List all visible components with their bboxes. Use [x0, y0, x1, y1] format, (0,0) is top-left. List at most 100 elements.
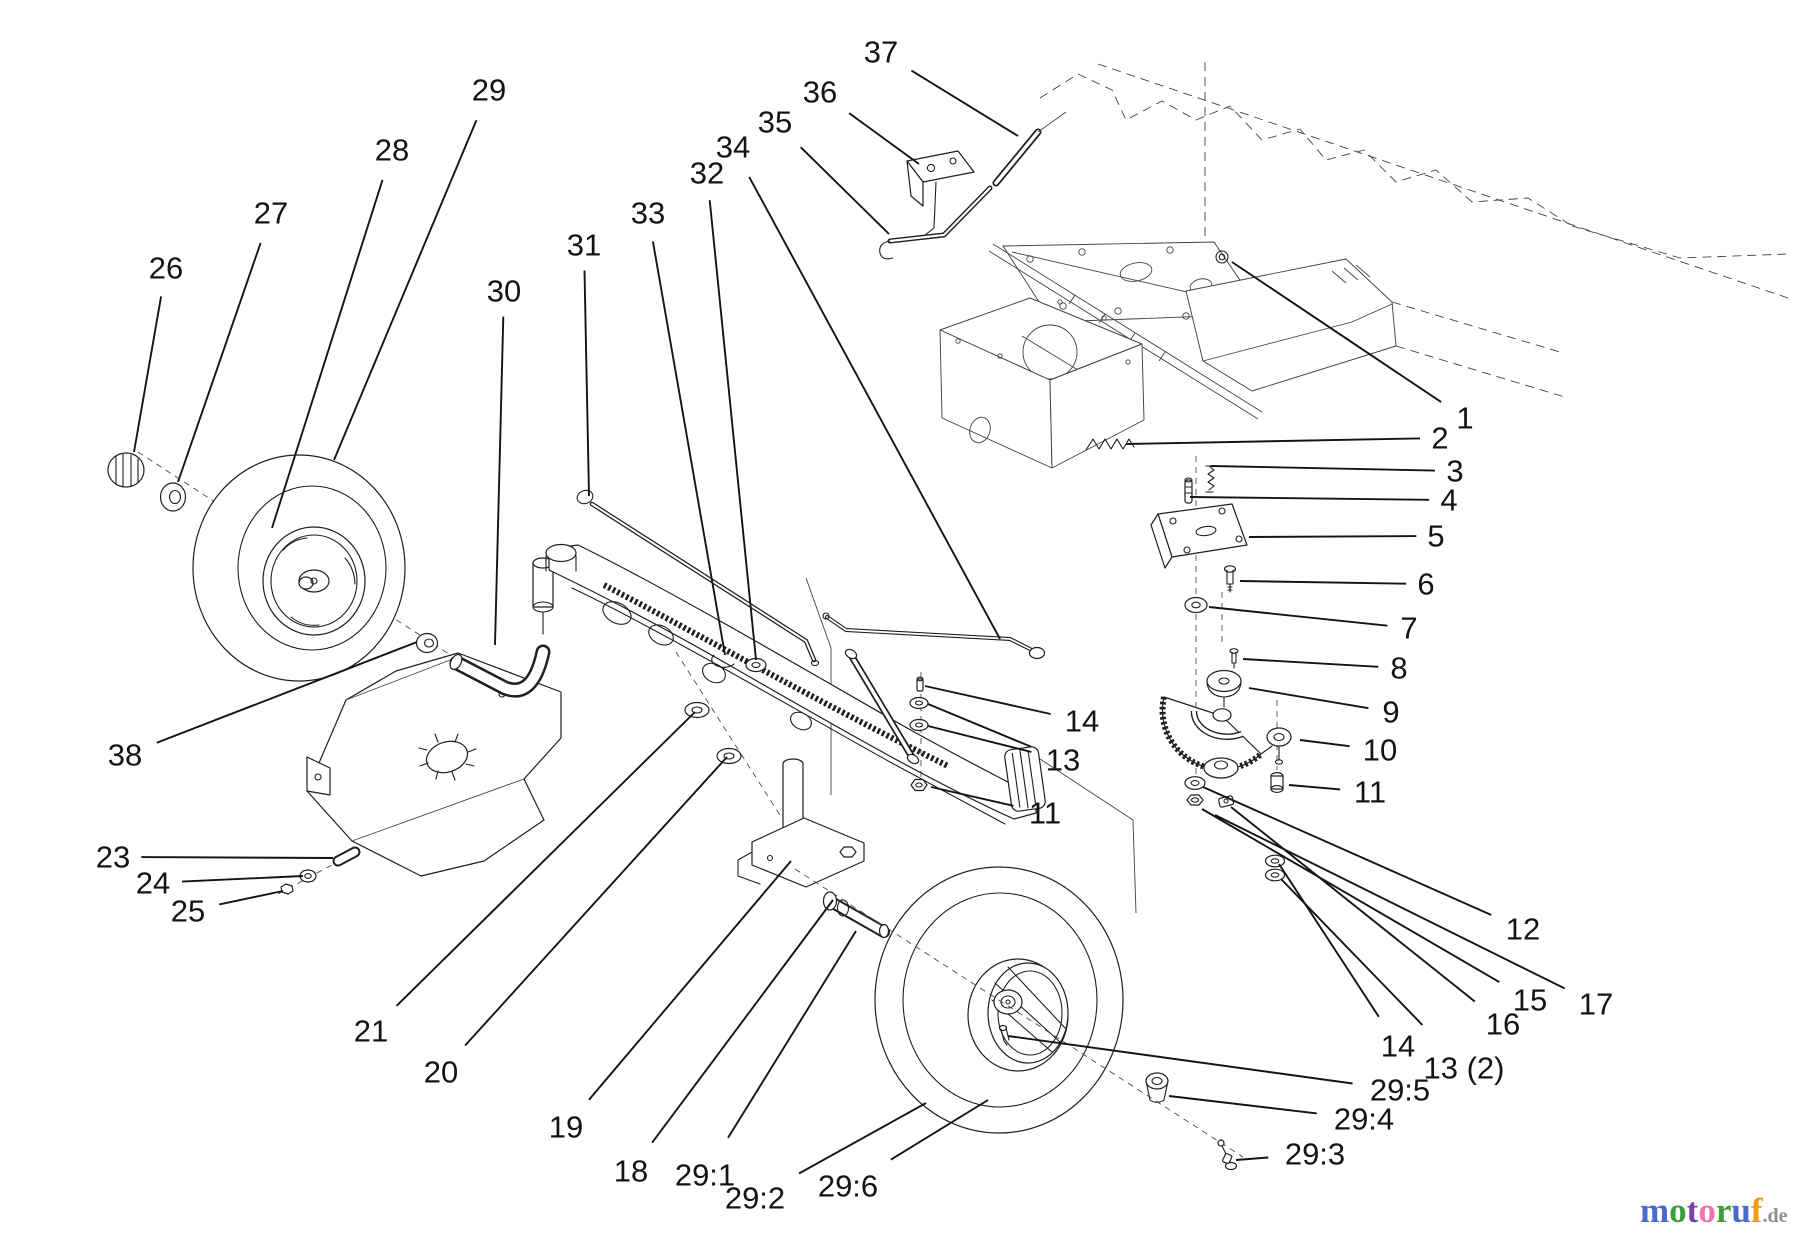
callout-number: 32	[690, 156, 724, 191]
callout-number: 16	[1486, 1007, 1520, 1042]
rod-item-37	[992, 111, 1067, 187]
callout-number: 25	[171, 894, 205, 929]
callout-5: 5	[1248, 519, 1445, 554]
callout-number: 4	[1440, 483, 1457, 518]
leader-line	[333, 119, 478, 461]
callout-number: 37	[864, 35, 898, 70]
spring-item-2	[1085, 438, 1135, 451]
callout-number: 24	[136, 866, 170, 901]
callout-number: 29	[472, 73, 506, 108]
leader-line	[890, 1099, 989, 1161]
callout-16: 16	[1230, 806, 1520, 1042]
leader-line	[1231, 261, 1442, 403]
axle-pivot-tube	[449, 557, 554, 698]
callout-number: 5	[1427, 519, 1444, 554]
cap-bushing-item-9	[1206, 669, 1242, 708]
leader-line	[1230, 806, 1476, 1003]
motoruf-logo: motoruf.de	[1640, 1191, 1788, 1230]
callout-number: 11	[1354, 775, 1386, 810]
steering-shaft-item-31	[576, 489, 820, 667]
callout-24: 24	[136, 866, 304, 901]
nut-item-11	[910, 778, 928, 792]
callout-number: 2	[1431, 421, 1448, 456]
callout-number: 26	[149, 251, 183, 286]
leader-line	[727, 930, 857, 1139]
nut-item-15	[1186, 794, 1204, 806]
leader-line	[464, 756, 728, 1047]
roll-pin-item-4	[1184, 477, 1193, 504]
callout-number: 34	[716, 130, 750, 165]
leader-line	[1201, 808, 1500, 983]
leader-line	[1210, 465, 1436, 472]
callout-14: 14	[1278, 863, 1415, 1064]
leader-line	[651, 241, 726, 656]
callout-28: 28	[271, 133, 409, 529]
leader-line	[1235, 1156, 1269, 1161]
callout-number: 29:6	[818, 1169, 878, 1204]
callout-number: 19	[549, 1110, 583, 1145]
spindle-bracket-item-19	[737, 817, 865, 888]
shift-rod-bracket-item-36	[906, 150, 975, 240]
rim-item-28	[262, 526, 366, 636]
leader-line	[1299, 739, 1350, 748]
callout-29:3: 29:3	[1235, 1137, 1345, 1172]
gear-washer-disc	[1203, 757, 1239, 779]
spindle-assembly	[675, 651, 890, 939]
callout-15: 15	[1201, 808, 1547, 1018]
leader-line	[271, 179, 384, 529]
leader-line	[395, 711, 696, 1007]
washer-item-20	[716, 747, 742, 765]
steering-column-stack	[1150, 456, 1292, 882]
bolt-item-6	[1223, 565, 1237, 593]
leader-line	[156, 641, 418, 744]
front-axle-beam	[545, 543, 1046, 825]
callout-19: 19	[549, 860, 792, 1145]
leader-line	[177, 242, 262, 483]
leader-line	[1189, 496, 1430, 501]
engine-mount-box	[939, 297, 1145, 469]
callout-29:5: 29:5	[1007, 1035, 1430, 1108]
leader-line	[927, 703, 1032, 748]
drag-link-item-34	[822, 612, 1046, 660]
callout-4: 4	[1189, 483, 1458, 518]
leader-line	[583, 270, 590, 497]
callout-31: 31	[567, 228, 601, 497]
callout-10: 10	[1299, 733, 1397, 768]
callout-26: 26	[133, 251, 183, 453]
leader-line	[1208, 606, 1388, 627]
callout-number: 14	[1381, 1029, 1415, 1064]
leader-line	[1248, 687, 1369, 710]
callout-6: 6	[1239, 567, 1435, 602]
leader-line	[1288, 784, 1341, 791]
leader-line	[1242, 658, 1379, 668]
callout-number: 33	[631, 196, 665, 231]
callout-30: 30	[487, 274, 521, 646]
callout-27: 27	[177, 196, 288, 483]
callout-number: 6	[1417, 567, 1434, 602]
washer-item-32	[745, 657, 767, 673]
bushing-item-29-4	[1145, 1072, 1169, 1103]
callout-29:4: 29:4	[1168, 1095, 1394, 1137]
chassis-ghost-outline	[1039, 62, 1789, 299]
valve-stem-item-29-3	[1217, 1139, 1238, 1171]
callout-number: 27	[254, 196, 288, 231]
callout-number: 29:4	[1334, 1102, 1394, 1137]
callout-2: 2	[1125, 421, 1449, 456]
callout-number: 13 (2)	[1424, 1051, 1505, 1086]
leader-line	[494, 316, 505, 646]
washer-item-7	[1184, 596, 1208, 614]
flange-nut-item-1	[1215, 250, 1229, 264]
leader-line	[748, 176, 1001, 640]
callout-number: 18	[614, 1154, 648, 1189]
callout-38: 38	[108, 641, 418, 773]
steering-sector-gear-item-10	[1159, 696, 1292, 773]
bent-rod-item-35	[879, 185, 993, 260]
callout-number: 28	[375, 133, 409, 168]
phantom-lines	[805, 577, 1137, 914]
callout-29:6: 29:6	[818, 1099, 989, 1204]
leader-line	[930, 786, 1014, 807]
callout-number: 21	[354, 1014, 388, 1049]
callout-number: 11	[1029, 796, 1061, 831]
washer-item-12	[1184, 776, 1206, 790]
